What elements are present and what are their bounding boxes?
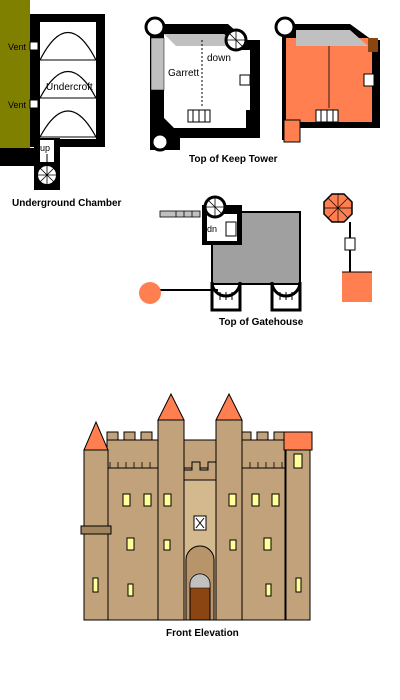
vent-label-lower: Vent	[8, 100, 27, 110]
portcullis-edge	[189, 573, 211, 589]
vault-arch-2	[39, 70, 97, 99]
outer-right-tower-roof	[283, 431, 313, 451]
outer-left-corbel	[80, 525, 112, 535]
foundation-strip	[0, 148, 40, 166]
stair-passage	[40, 140, 54, 162]
garderobe-openings	[192, 110, 206, 122]
corner-turret-nw	[144, 16, 166, 38]
window-centre-right	[228, 493, 237, 507]
vent-slot-lower	[29, 99, 39, 109]
loop-outer-right	[295, 577, 302, 593]
roof-turret-nw	[274, 16, 296, 38]
keep-caption: Top of Keep Tower	[189, 154, 278, 165]
keep-window	[239, 74, 251, 86]
garrett-label: Garrett	[168, 68, 199, 79]
outer-right-tower	[285, 449, 311, 621]
undercroft-floor	[40, 22, 96, 139]
left-crenellation	[106, 431, 158, 441]
loop-right-low	[265, 583, 272, 597]
outer-right-window	[293, 453, 303, 469]
undercroft-label: Undercroft	[46, 82, 93, 93]
roof-window	[363, 73, 375, 87]
keep-roof-walk	[296, 30, 368, 46]
wall-walk-crenels	[175, 211, 193, 217]
keep-tower-plan: Garrett down	[144, 16, 260, 152]
loop-left-low	[127, 583, 134, 597]
stair-up-label: up	[40, 143, 50, 153]
front-elevation: Front Elevation	[80, 392, 313, 639]
vent-slot-upper	[29, 41, 39, 51]
vent-label-upper: Vent	[8, 42, 27, 52]
centre-left-tower	[157, 419, 185, 621]
link-passage	[344, 237, 356, 251]
keep-roof-hatch	[368, 38, 378, 52]
vault-arch-3	[39, 110, 97, 138]
keep-interior	[164, 34, 250, 128]
gate-bay-stepped-top	[183, 461, 217, 481]
parapet-walk-top	[164, 34, 236, 46]
gatehouse-plan: dn Top of Gatehouse	[139, 195, 304, 328]
spiral-stair-treads	[36, 164, 58, 186]
centre-right-tower-roof	[215, 392, 243, 421]
drum-tower-left-loops	[219, 292, 233, 300]
centre-left-tower-roof	[157, 392, 185, 421]
centre-right-tower	[215, 419, 243, 621]
roof-turret-sw	[283, 119, 301, 143]
window-lower-right	[263, 537, 272, 551]
window-left-2	[143, 493, 152, 507]
corner-turret-sw	[150, 132, 170, 152]
gatehouse-dn-label: dn	[207, 224, 217, 234]
roof-garderobe-openings	[320, 110, 334, 122]
underground-chamber-plan: Vent Vent Undercroft up Underground Cham…	[0, 0, 122, 209]
turret-roof-ribs	[324, 194, 352, 222]
heraldic-saltire	[195, 517, 205, 529]
window-left-1	[122, 493, 131, 507]
gatehouse-doorway	[225, 221, 237, 237]
gatehouse-caption: Top of Gatehouse	[219, 317, 304, 328]
keep-roof-plan	[274, 16, 380, 143]
vault-arch-1	[39, 32, 97, 61]
earth-fill	[0, 0, 30, 148]
window-centre-left	[163, 493, 172, 507]
loop-centre-left	[163, 539, 171, 551]
right-crenellation	[239, 431, 286, 441]
underground-caption: Underground Chamber	[12, 198, 122, 209]
parapet-walk-left	[150, 37, 165, 91]
gatehouse-stair-treads	[206, 198, 224, 216]
curtain-wall-turret	[139, 282, 161, 304]
outer-left-tower	[83, 449, 109, 621]
drum-tower-right-loops	[279, 292, 293, 300]
window-lower-left	[126, 537, 135, 551]
window-right-2	[271, 493, 280, 507]
outer-left-tower-roof	[83, 420, 109, 451]
wall-walk-north	[159, 210, 201, 218]
elevation-caption: Front Elevation	[166, 628, 239, 639]
loop-centre-right	[229, 539, 237, 551]
gatehouse-roof-plan	[323, 193, 372, 302]
window-right-1	[251, 493, 260, 507]
keep-down-label: down	[207, 53, 231, 64]
gatehouse-roof-block	[342, 272, 372, 302]
loop-outer-left	[92, 577, 99, 593]
stair-turret-treads	[227, 30, 245, 50]
